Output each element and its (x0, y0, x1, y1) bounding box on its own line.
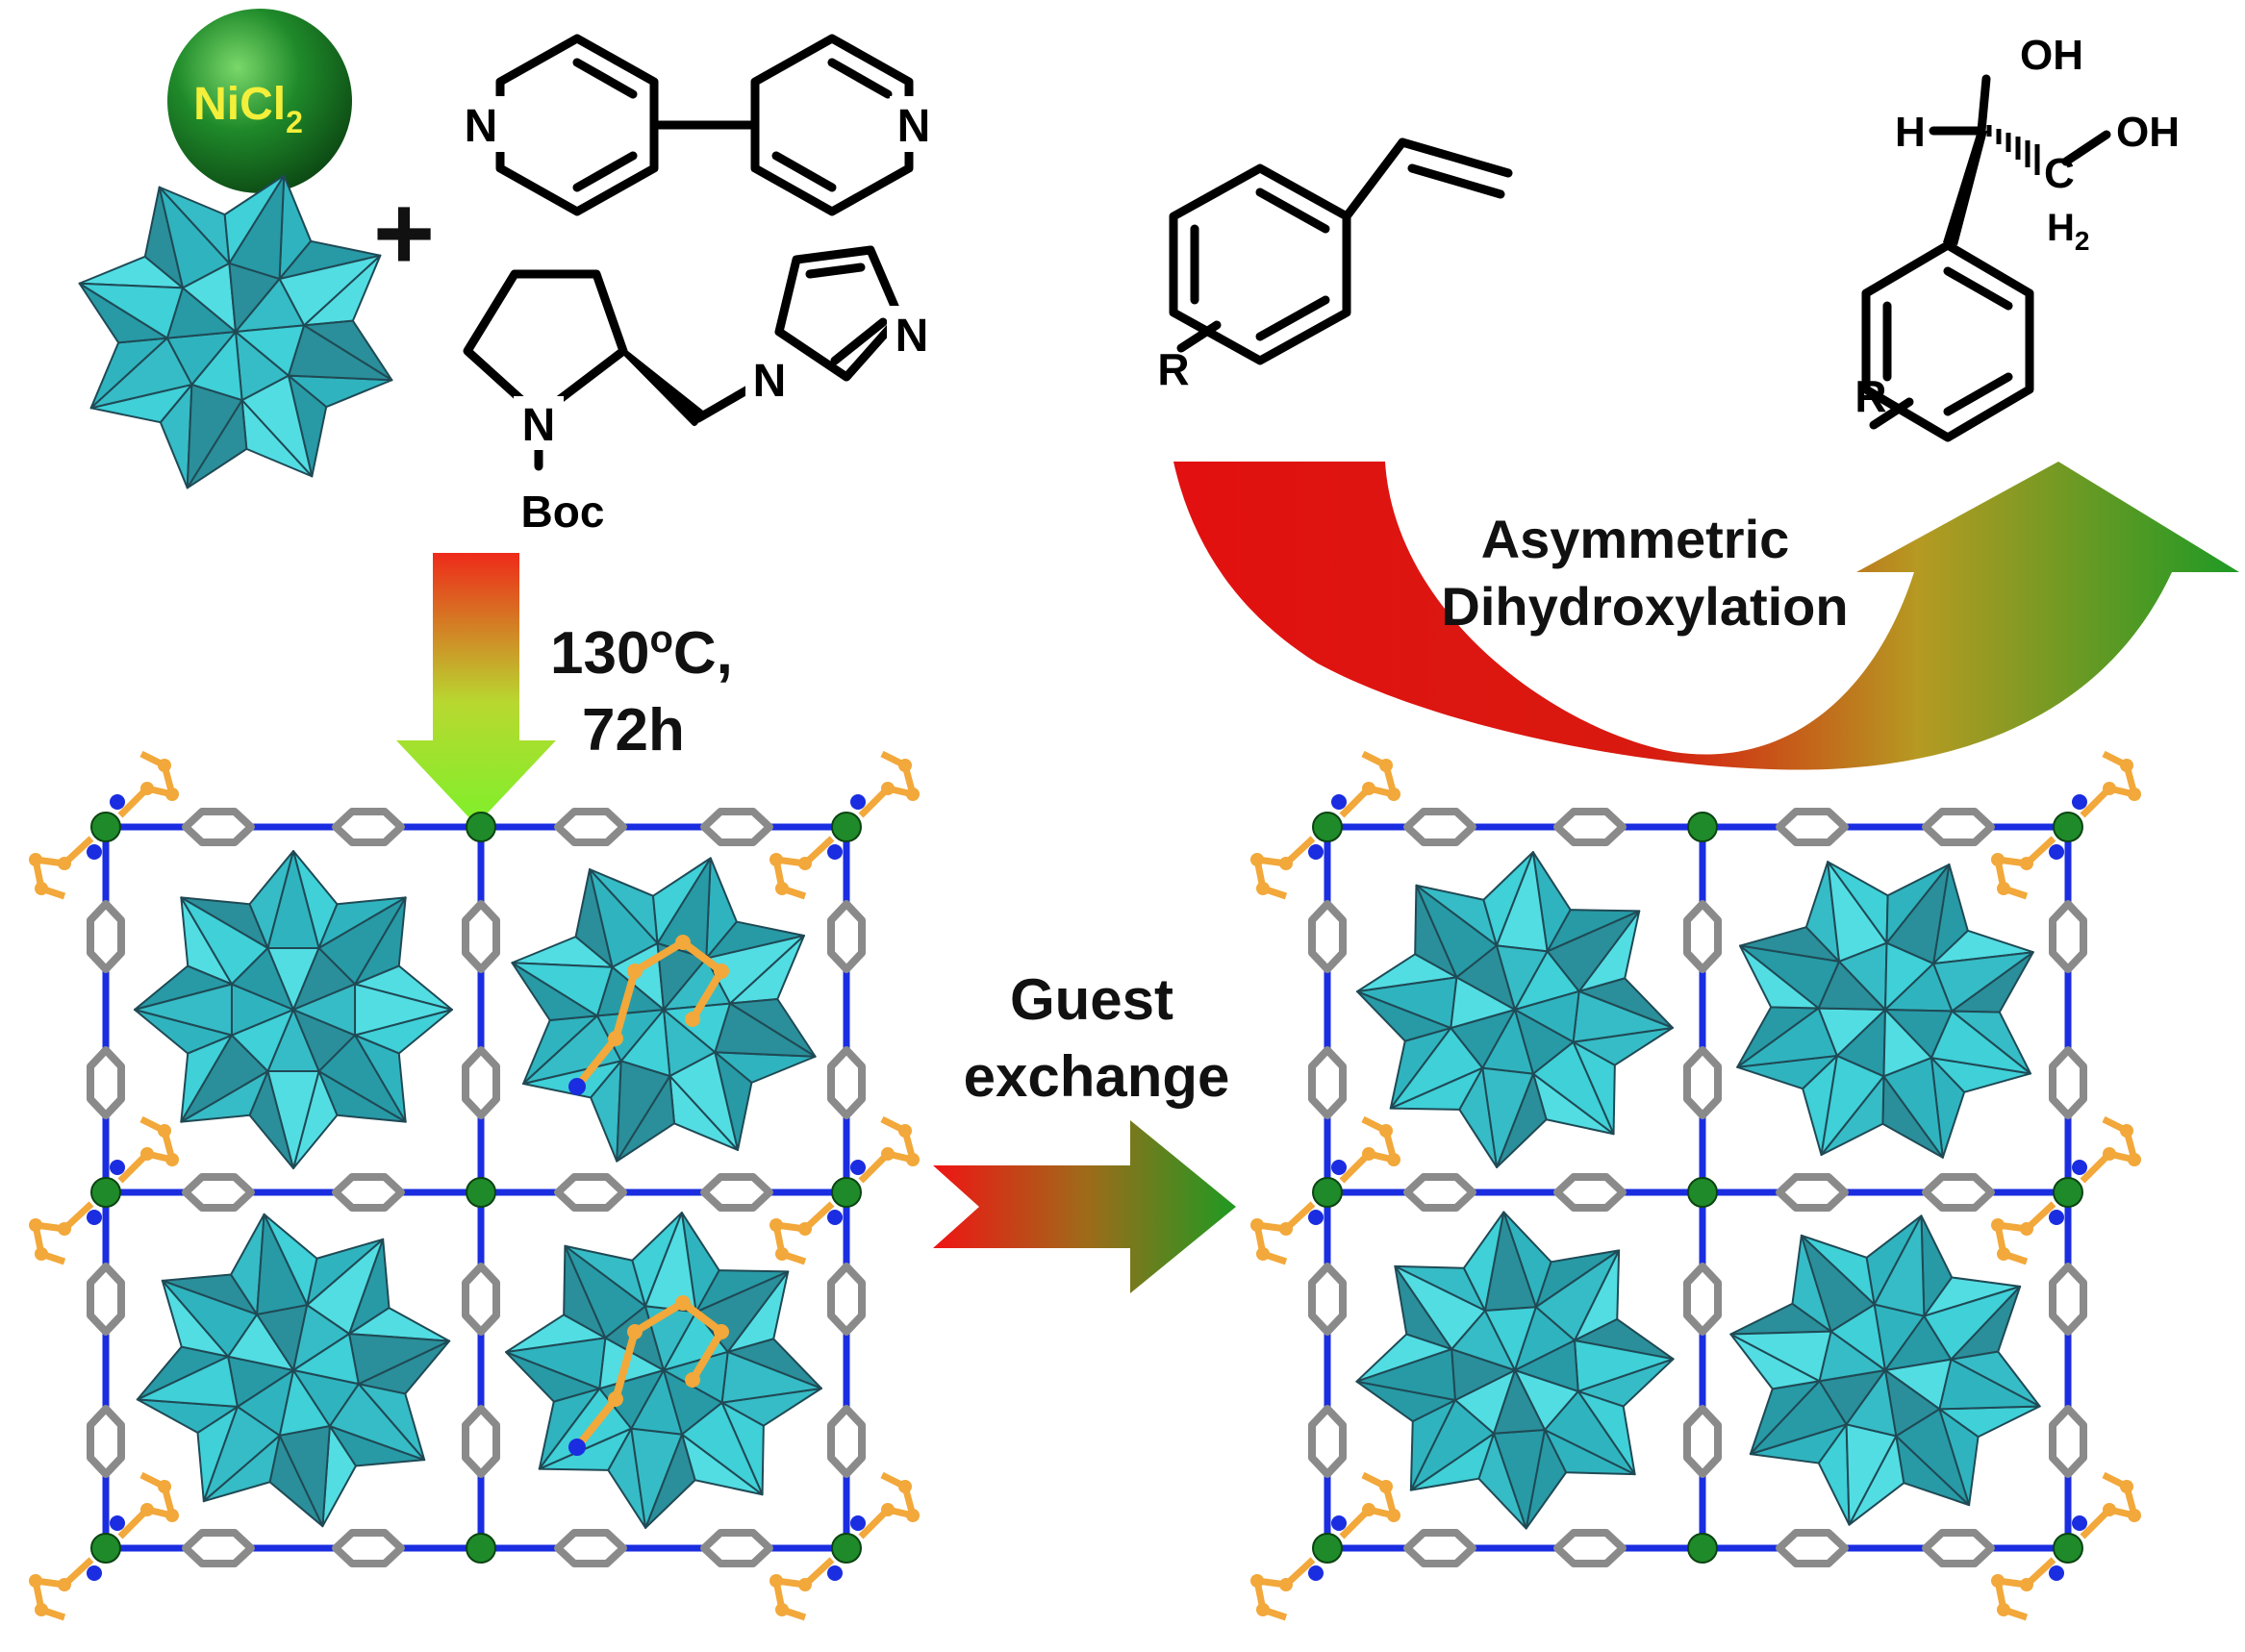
framework-as-synthesized (29, 750, 920, 1621)
nickel-node (466, 1177, 496, 1208)
catalysis-curved-arrow (1173, 462, 2239, 770)
salt-subscript: 2 (286, 105, 303, 139)
bipyridine-linker (1327, 808, 1703, 846)
bipyridine-linker (87, 1192, 125, 1548)
nickel-node (1687, 1533, 1718, 1564)
synthesis-arrow (396, 553, 556, 825)
catalysis-label-line1: Asymmetric (1481, 509, 1790, 569)
carbon-label: C (2044, 150, 2075, 197)
hydroxyl-label: OH (2020, 32, 2083, 79)
bipyridine-linker (1327, 1173, 1703, 1212)
nickel-node (466, 1533, 496, 1564)
nickel-node (29, 1115, 179, 1265)
bipyridine-linker (481, 808, 846, 846)
bipyridine-linker (462, 1192, 500, 1548)
bipyridine-linker (1683, 827, 1722, 1192)
guest-exchange-label-line2: exchange (964, 1044, 1230, 1109)
polyoxometalate-cluster (1729, 1214, 2041, 1526)
atom-n: N (895, 311, 929, 362)
nickel-node (769, 750, 920, 900)
bipyridine-linker (1308, 827, 1347, 1192)
nickel-node (1991, 1115, 2141, 1265)
nickel-node (769, 1115, 920, 1265)
bipyridine-linker (827, 827, 866, 1192)
bipyridine-linker (827, 1192, 866, 1548)
guest-exchange-label-line1: Guest (1010, 967, 1173, 1032)
bipyridine-linker (462, 827, 500, 1192)
bipyridine-linker (106, 1529, 481, 1567)
nickel-node (466, 812, 496, 842)
bipyridine-linker (1703, 1173, 2068, 1212)
nickel-node (1687, 812, 1718, 842)
bipyridine-linker (481, 1529, 846, 1567)
polyoxometalate-cluster (136, 1213, 451, 1528)
substituent-r: R (1157, 344, 1189, 394)
salt-label: NiCl (193, 79, 286, 130)
bipyridine-linker (2049, 1192, 2087, 1548)
nickel-node (29, 1471, 179, 1621)
boc-pyrrolidine-imidazole-structure: N N N Boc (463, 245, 933, 537)
polyoxometalate-cluster (1356, 851, 1674, 1168)
styrene-substrate-structure: R (1157, 138, 1513, 394)
nicl2-sphere: NiCl2 (167, 9, 352, 193)
plus-sign: + (373, 174, 435, 292)
atom-n: N (897, 101, 931, 152)
atom-n: N (522, 400, 556, 451)
bipyridine-linker (106, 1173, 481, 1212)
bipyridine-linker (87, 827, 125, 1192)
nickel-node (769, 1471, 920, 1621)
bipyridine-linker (1703, 808, 2068, 846)
diol-product-structure: OH H OH C H2 R (1854, 32, 2180, 442)
boc-label: Boc (521, 487, 605, 537)
bipyridine-linker (481, 1173, 846, 1212)
bipyridine-linker (1683, 1192, 1722, 1548)
atom-n: N (465, 101, 498, 152)
bipyridine-linker (1703, 1529, 2068, 1567)
polyoxometalate-cluster (511, 857, 817, 1163)
substituent-r: R (1854, 371, 1886, 421)
guest-exchange-arrow (933, 1120, 1236, 1293)
time-condition: 72h (582, 697, 685, 763)
polyoxometalate-cluster (134, 850, 453, 1169)
polyoxometalate-cluster (1736, 861, 2034, 1159)
nickel-node (29, 750, 179, 900)
polyoxometalate-cluster (505, 1212, 822, 1529)
polyoxometalate-cluster-top (78, 174, 393, 489)
hydroxyl-label: OH (2116, 109, 2180, 156)
bipyridine-linker (1327, 1529, 1703, 1567)
bipyridine-linker (1308, 1192, 1347, 1548)
framework-guest-exchanged (1250, 750, 2141, 1621)
nickel-node (1250, 1115, 1400, 1265)
polyoxometalate-cluster (78, 174, 393, 489)
nickel-node (1687, 1177, 1718, 1208)
polyoxometalate-cluster (1355, 1211, 1675, 1530)
bipyridine-structure: N N (459, 34, 936, 216)
guest-ligand (568, 935, 729, 1095)
catalysis-label-line2: Dihydroxylation (1441, 576, 1848, 637)
bipyridine-linker (2049, 827, 2087, 1192)
nickel-node (1250, 1471, 1400, 1621)
nickel-node (1250, 750, 1400, 900)
guest-ligand (568, 1295, 729, 1456)
hydrogen-label: H (1895, 109, 1926, 156)
nickel-node (1991, 750, 2141, 900)
atom-n: N (753, 356, 787, 407)
svg-text:NiCl2: NiCl2 (193, 79, 303, 139)
bipyridine-linker (106, 808, 481, 846)
methylene-label: H2 (2047, 207, 2089, 256)
temperature-condition: 130oC, (550, 618, 733, 687)
nickel-node (1991, 1471, 2141, 1621)
